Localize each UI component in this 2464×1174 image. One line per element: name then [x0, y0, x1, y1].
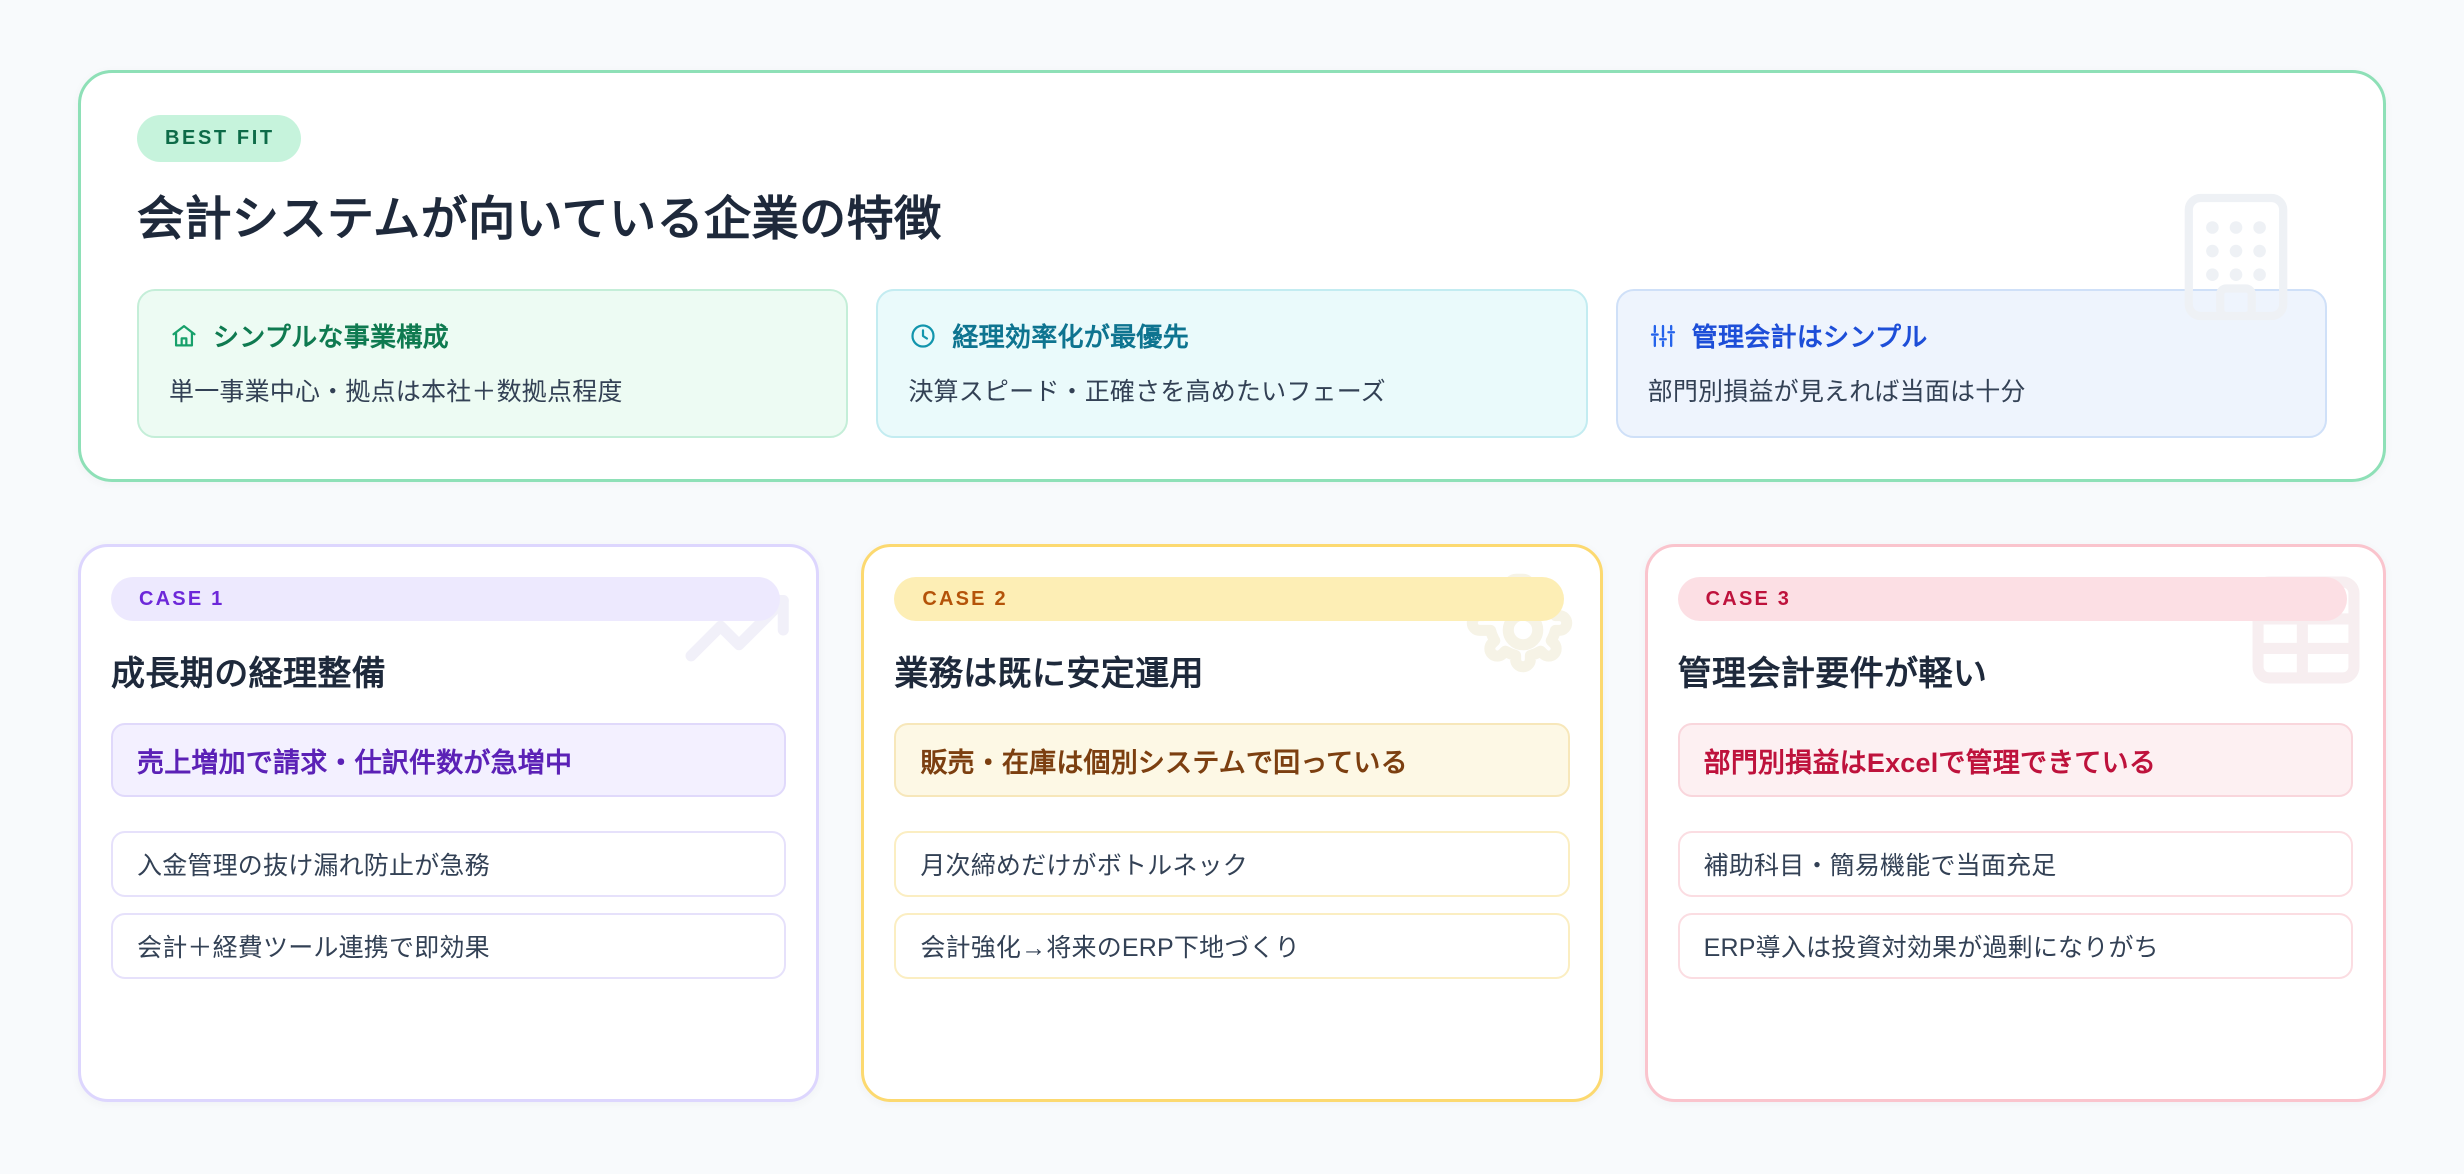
case-item-list: 売上増加で請求・仕訳件数が急増中 入金管理の抜け漏れ防止が急務 会計＋経費ツール…: [111, 723, 787, 979]
case-item: 月次締めだけがボトルネック: [894, 831, 1570, 897]
case-item-primary: 販売・在庫は個別システムで回っている: [894, 723, 1570, 797]
home-icon: [169, 321, 199, 351]
case-badge: CASE 1: [111, 577, 781, 621]
best-fit-hero-card: BEST FIT 会計システムが向いている企業の特徴 シンプルな事業構成 単一事…: [78, 70, 2386, 482]
feature-box-simple-business: シンプルな事業構成 単一事業中心・拠点は本社＋数拠点程度: [137, 289, 849, 439]
case-item-list: 部門別損益はExcelで管理できている 補助科目・簡易機能で当面充足 ERP導入…: [1677, 723, 2353, 979]
feature-header: シンプルな事業構成: [169, 317, 816, 354]
case-card-row: CASE 1 成長期の経理整備 売上増加で請求・仕訳件数が急増中 入金管理の抜け…: [78, 544, 2386, 1102]
case-card-1: CASE 1 成長期の経理整備 売上増加で請求・仕訳件数が急増中 入金管理の抜け…: [78, 544, 820, 1102]
case-badge: CASE 2: [894, 577, 1564, 621]
case-item: 補助科目・簡易機能で当面充足: [1677, 831, 2353, 897]
feature-description: 決算スピード・正確さを高めたいフェーズ: [908, 378, 1386, 407]
sliders-icon: [1648, 321, 1678, 351]
feature-label: 経理効率化が最優先: [952, 322, 1190, 353]
case-item: 会計強化→将来のERP下地づくり: [894, 913, 1570, 979]
feature-label: シンプルな事業構成: [213, 322, 449, 353]
case-item: 会計＋経費ツール連携で即効果: [111, 913, 787, 979]
feature-row: シンプルな事業構成 単一事業中心・拠点は本社＋数拠点程度 経理効率化が最優先 決…: [137, 289, 2327, 439]
case-item: ERP導入は投資対効果が過剰になりがち: [1677, 913, 2353, 979]
case-title: 管理会計要件が軽い: [1677, 655, 1988, 693]
case-item: 入金管理の抜け漏れ防止が急務: [111, 831, 787, 897]
case-card-2: CASE 2 業務は既に安定運用 販売・在庫は個別システムで回っている 月次締め…: [861, 544, 1603, 1102]
case-item-list: 販売・在庫は個別システムで回っている 月次締めだけがボトルネック 会計強化→将来…: [894, 723, 1570, 979]
feature-header: 経理効率化が最優先: [908, 317, 1555, 354]
case-item-primary: 売上増加で請求・仕訳件数が急増中: [111, 723, 787, 797]
case-card-3: CASE 3 管理会計要件が軽い 部門別損益はExcelで管理できている 補助科…: [1644, 544, 2386, 1102]
feature-description: 単一事業中心・拠点は本社＋数拠点程度: [169, 378, 623, 407]
best-fit-badge: BEST FIT: [137, 115, 301, 162]
feature-label: 管理会計はシンプル: [1691, 322, 1928, 353]
page-title: 会計システムが向いている企業の特徴: [137, 192, 942, 245]
feature-box-simple-management-accounting: 管理会計はシンプル 部門別損益が見えれば当面は十分: [1615, 289, 2327, 439]
feature-box-accounting-efficiency: 経理効率化が最優先 決算スピード・正確さを高めたいフェーズ: [876, 289, 1588, 439]
case-title: 業務は既に安定運用: [894, 655, 1204, 693]
case-item-primary: 部門別損益はExcelで管理できている: [1677, 723, 2353, 797]
feature-description: 部門別損益が見えれば当面は十分: [1647, 378, 2026, 407]
feature-header: 管理会計はシンプル: [1648, 317, 2295, 354]
clock-icon: [908, 321, 938, 351]
case-badge: CASE 3: [1677, 577, 2347, 621]
case-title: 成長期の経理整備: [111, 655, 387, 693]
